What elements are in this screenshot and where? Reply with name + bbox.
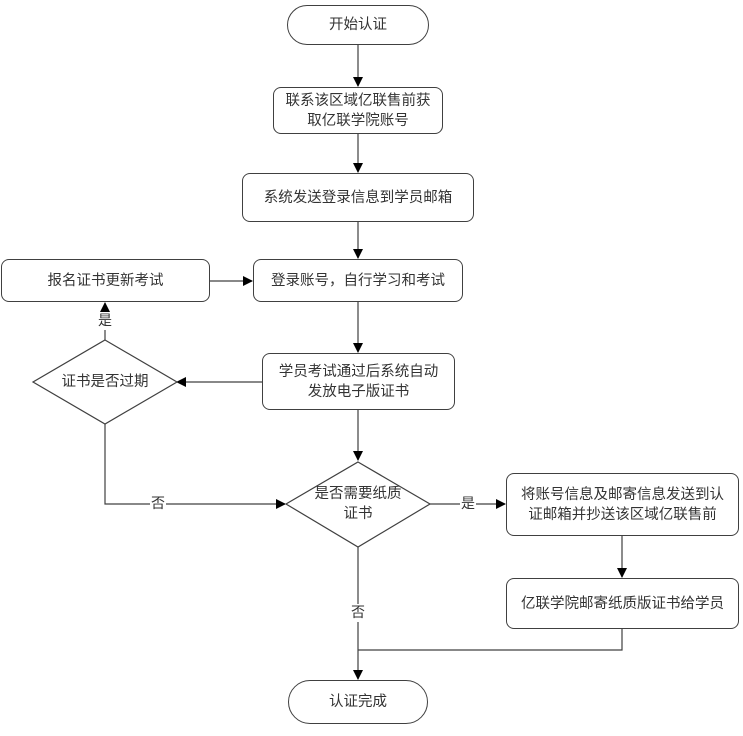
start-node: 开始认证 (287, 5, 429, 45)
end-node-label: 认证完成 (329, 694, 387, 710)
contact-sales-node: 联系该区域亿联售前获 取亿联学院账号 (273, 87, 443, 134)
decision-expired-shape (31, 339, 179, 425)
expired-check-text: 证书是否过期 (61, 374, 149, 390)
line-mail-to-end (358, 629, 623, 651)
renew-exam-label: 报名证书更新考试 (47, 272, 164, 289)
end-node: 认证完成 (288, 680, 428, 724)
edge-label-paper-yes: 是 (460, 495, 476, 513)
send-info-line2: 证邮箱并抄送该区域亿联售前 (528, 506, 717, 523)
email-login-label: 系统发送登录信息到学员邮箱 (263, 189, 453, 206)
arrow-expired-no-to-paper (104, 424, 286, 509)
edge-label-expired-no: 否 (150, 495, 166, 513)
expired-check-label: 证书是否过期 (40, 370, 170, 394)
study-exam-label: 登录账号，自行学习和考试 (271, 272, 445, 289)
renew-exam-node: 报名证书更新考试 (1, 259, 210, 302)
edge-label-paper-no: 否 (350, 604, 366, 622)
mail-cert-node: 亿联学院邮寄纸质版证书给学员 (506, 578, 739, 629)
start-node-label: 开始认证 (329, 17, 387, 33)
paper-check-label: 是否需要纸质 证书 (293, 482, 423, 526)
mail-cert-label: 亿联学院邮寄纸质版证书给学员 (521, 595, 724, 612)
pass-issue-node: 学员考试通过后系统自动 发放电子版证书 (262, 353, 455, 410)
contact-sales-line2: 取亿联学院账号 (307, 112, 409, 129)
pass-issue-line1: 学员考试通过后系统自动 (278, 363, 439, 380)
decision-paper-shape (284, 461, 432, 548)
email-login-node: 系统发送登录信息到学员邮箱 (242, 173, 474, 222)
contact-sales-line1: 联系该区域亿联售前获 (285, 92, 431, 109)
send-info-node: 将账号信息及邮寄信息发送到认 证邮箱并抄送该区域亿联售前 (506, 473, 739, 536)
study-exam-node: 登录账号，自行学习和考试 (253, 259, 463, 302)
pass-issue-line2: 发放电子版证书 (307, 383, 410, 400)
paper-check-line2: 证书 (343, 506, 373, 522)
edge-label-expired-yes: 是 (97, 312, 113, 330)
send-info-line1: 将账号信息及邮寄信息发送到认 (521, 486, 724, 503)
paper-check-line1: 是否需要纸质 (314, 486, 402, 502)
